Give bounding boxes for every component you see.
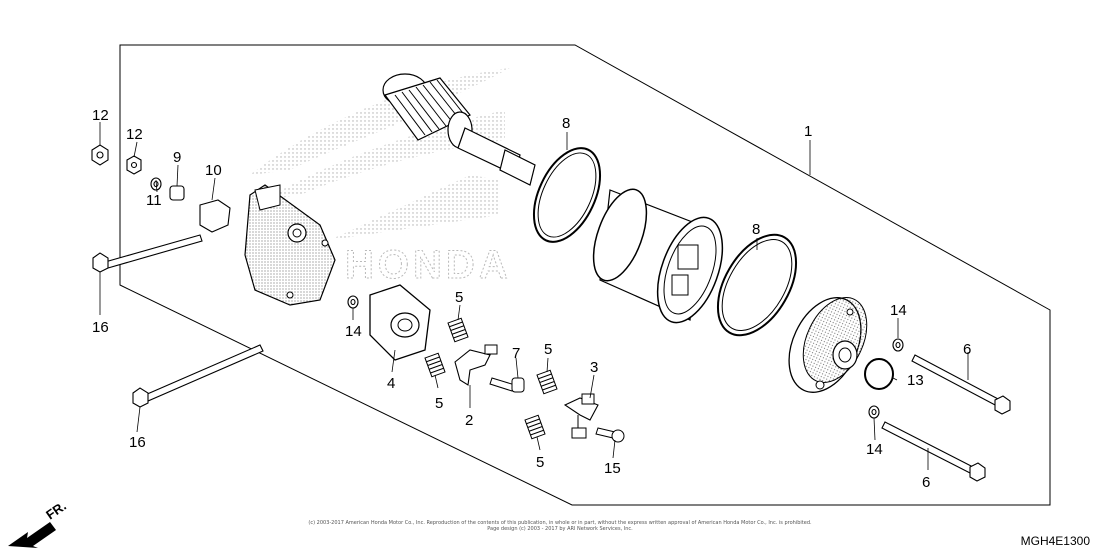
label-part-16-upper: 16 xyxy=(92,319,109,336)
springs xyxy=(424,317,558,440)
label-part-13: 13 xyxy=(907,372,924,389)
terminal-bolt xyxy=(489,377,525,393)
label-part-16-lower: 16 xyxy=(129,434,146,451)
o-ring-lower xyxy=(716,233,798,337)
label-part-6-lower: 6 xyxy=(922,474,930,491)
motor-case xyxy=(592,188,724,324)
label-part-14-upper-right: 14 xyxy=(890,302,907,319)
label-part-7: 7 xyxy=(512,345,520,362)
label-part-3: 3 xyxy=(590,359,598,376)
rear-cover xyxy=(788,297,868,393)
screw xyxy=(595,427,625,443)
armature xyxy=(382,73,536,186)
diagram-code: MGH4E1300 xyxy=(1020,534,1090,548)
part-labels: 1 8 8 12 12 9 11 10 14 5 5 5 5 4 2 7 3 1… xyxy=(92,107,971,491)
label-part-12-right: 12 xyxy=(126,126,143,143)
brush-set xyxy=(563,393,599,439)
copyright-notice: (c) 2003-2017 American Honda Motor Co., … xyxy=(300,520,820,532)
label-part-11: 11 xyxy=(146,192,162,209)
label-part-12-left: 12 xyxy=(92,107,109,124)
label-part-5-d: 5 xyxy=(536,454,544,471)
label-part-14-left: 14 xyxy=(345,323,362,340)
honda-watermark-text: HONDA xyxy=(345,243,512,287)
copyright-line-1: (c) 2003-2017 American Honda Motor Co., … xyxy=(308,520,812,526)
long-bolts-right xyxy=(881,354,1011,482)
copyright-line-2: Page design (c) 2003 - 2017 by ARI Netwo… xyxy=(487,526,633,532)
front-direction-label: FR. xyxy=(43,498,69,522)
label-part-2: 2 xyxy=(465,412,473,429)
label-part-5-a: 5 xyxy=(455,289,463,306)
label-part-10: 10 xyxy=(205,162,222,179)
label-part-9: 9 xyxy=(173,149,181,166)
label-part-1: 1 xyxy=(804,123,812,140)
label-part-5-b: 5 xyxy=(435,395,443,412)
assembly-boundary xyxy=(119,44,1051,506)
long-bolts-left xyxy=(92,234,264,408)
label-part-5-c: 5 xyxy=(544,341,552,358)
left-hardware xyxy=(91,144,231,233)
label-part-15: 15 xyxy=(604,460,621,477)
label-part-4: 4 xyxy=(387,375,395,392)
front-direction-arrow: FR. xyxy=(8,498,69,548)
label-part-8-lower: 8 xyxy=(752,221,760,238)
brush-holder xyxy=(369,284,431,361)
label-part-8-upper: 8 xyxy=(562,115,570,132)
leader-lines xyxy=(99,122,969,470)
washers xyxy=(347,295,904,419)
front-cover xyxy=(244,184,336,306)
label-part-14-lower-right: 14 xyxy=(866,441,883,458)
label-part-6-upper: 6 xyxy=(963,341,971,358)
brush-terminal xyxy=(454,349,491,386)
o-ring-upper xyxy=(532,147,602,243)
